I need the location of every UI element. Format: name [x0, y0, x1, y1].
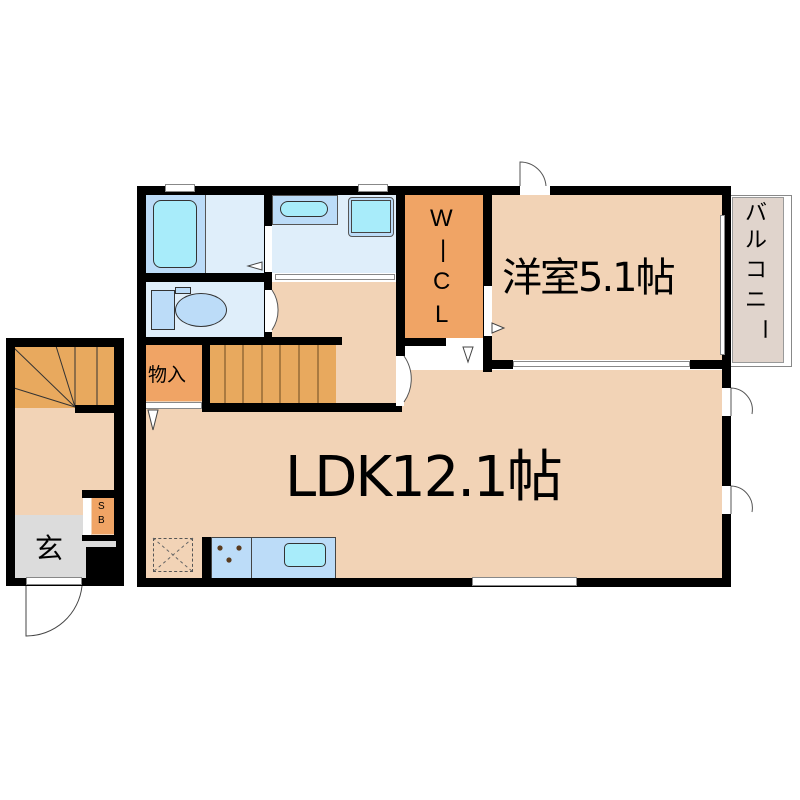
entrance-wall-top	[6, 338, 124, 347]
toilet-door[interactable]	[265, 290, 272, 332]
main-wall-top	[137, 186, 730, 195]
main-wall-bottom	[137, 578, 730, 587]
western-room-window[interactable]	[720, 215, 725, 355]
main-wall-left	[137, 186, 146, 586]
western-room	[492, 195, 722, 360]
balcony-floor	[732, 197, 784, 363]
wash-wic-wall	[396, 186, 405, 356]
entrance-door-opening[interactable]	[26, 577, 82, 585]
washroom-sliding-door[interactable]	[275, 274, 395, 280]
sink-basin	[280, 201, 328, 217]
toilet-lid	[175, 287, 191, 294]
western-bottom-wall-right	[690, 360, 730, 369]
shoe-box-door[interactable]	[83, 497, 91, 535]
washing-machine-drum	[351, 200, 391, 233]
top-door-opening[interactable]	[520, 186, 550, 195]
balcony-label-1: バ	[745, 201, 768, 226]
entrance-label: 玄	[35, 532, 64, 565]
shoe-box-wall-bottom	[82, 535, 116, 541]
walk-in-closet	[405, 195, 483, 338]
balcony-label-4: ニ	[745, 288, 768, 313]
fridge-space	[153, 538, 193, 572]
washroom-window[interactable]	[358, 184, 388, 192]
main-wall-right	[722, 186, 731, 587]
wic-bottom-wall	[396, 338, 446, 346]
entrance	[14, 515, 86, 578]
wic-label-c: C	[433, 268, 451, 295]
hallway-ldk-door[interactable]	[396, 356, 404, 406]
kitchen-sink	[284, 543, 326, 567]
wic-label-l: L	[435, 301, 449, 328]
bathroom-window[interactable]	[165, 184, 195, 192]
kitchen-backsplash	[202, 537, 211, 579]
stairs-bottom-wall	[202, 403, 402, 412]
western-room-door[interactable]	[484, 286, 492, 336]
wic-door[interactable]	[446, 339, 483, 346]
ldk-right-door-1[interactable]	[722, 388, 731, 416]
shoe-box	[92, 498, 114, 534]
ldk-label: LDK12.1帖	[285, 445, 563, 510]
entrance-wall-right	[114, 338, 124, 586]
western-bottom-wall	[483, 360, 513, 369]
western-room-label: 洋室5.1帖	[502, 255, 676, 301]
stove-divider	[251, 537, 252, 579]
balcony-label-2: ル	[745, 228, 768, 253]
shoe-box-label-s: S	[98, 501, 105, 512]
wic-room-wall	[483, 186, 492, 372]
storage-label: 物入	[148, 364, 187, 386]
storage-stairs-wall	[202, 345, 210, 411]
bathroom-door[interactable]	[265, 226, 272, 272]
storage	[146, 345, 202, 401]
toilet-bowl	[175, 293, 227, 327]
stair-landing-wall	[75, 405, 115, 413]
western-sliding-door[interactable]	[513, 361, 690, 367]
stairs	[210, 345, 336, 403]
balcony-label-3: コ	[745, 258, 768, 283]
entrance-corner-block	[86, 547, 116, 581]
shoe-box-label-b: B	[98, 515, 105, 526]
bathtub-basin	[153, 200, 197, 268]
ldk-right-door-2[interactable]	[722, 486, 731, 514]
ldk-window-bottom[interactable]	[472, 577, 577, 586]
toilet-bottom-wall	[146, 337, 342, 345]
bath-toilet-wall	[146, 273, 272, 282]
shoe-box-wall-top	[82, 490, 116, 498]
wic-label-sep: |	[440, 236, 447, 263]
entrance-wall-left	[6, 338, 15, 586]
wic-label-w: W	[430, 205, 453, 232]
toilet-tank	[151, 290, 175, 330]
entrance-step	[86, 541, 116, 547]
